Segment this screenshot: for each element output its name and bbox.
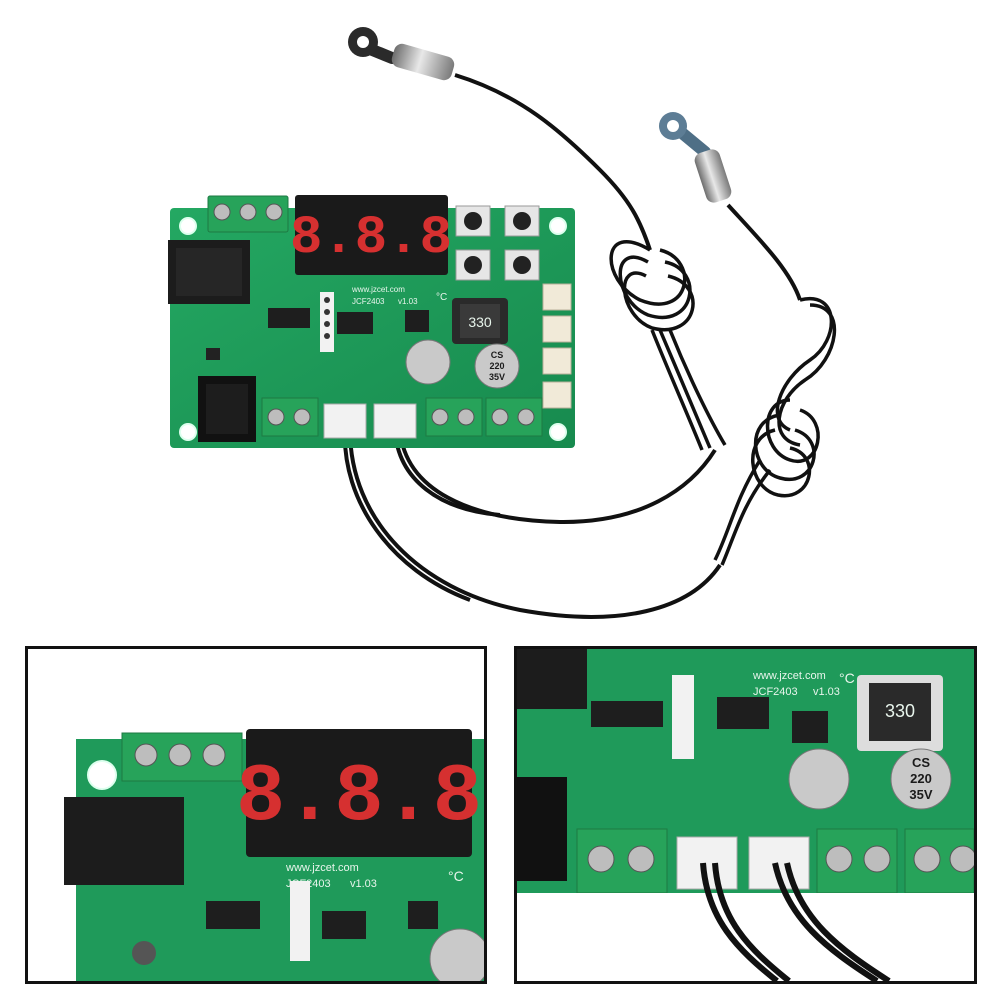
display-digits: 8.8.8 [290,208,452,269]
inset-cap-line1: CS [912,755,930,770]
inset2-unit: °C [839,670,855,686]
inset-display-digits: 8.8.8 [236,751,482,844]
inset2-website: www.jzcet.com [752,670,826,682]
inset-inductor-label: 330 [885,701,915,721]
display [295,195,448,275]
silk-version: v1.03 [398,297,418,306]
cap-line3: 35V [489,372,505,382]
probe-2 [659,112,802,301]
inset-version: v1.03 [350,878,377,890]
inset-cap-line2: 220 [910,771,932,786]
cap-line1: CS [491,350,504,360]
pcb-board: 8.8.8 www.jzcet.com JCF2403 v1.03 °C 330 [168,195,575,448]
inset-display-zoom: 8.8.8 www.jzcet.com JCF2403 v1.03 °C [25,646,487,984]
inset2-version: v1.03 [813,686,840,698]
probe-1 [348,27,652,251]
silk-website: www.jzcet.com [351,285,405,294]
inset-connectors-zoom: www.jzcet.com JCF2403 v1.03 °C 330 CS 22… [514,646,977,984]
coiled-cable-left [609,240,727,451]
inset2-model: JCF2403 [753,686,798,698]
inset-cap-line3: 35V [909,787,932,802]
buttons [455,205,540,281]
coiled-cable-right [713,296,837,566]
silk-unit: °C [436,292,447,303]
cap-line2: 220 [489,361,504,371]
silk-model: JCF2403 [352,297,385,306]
inset-unit: °C [448,868,464,884]
inset-website: www.jzcet.com [285,862,359,874]
inductor-label: 330 [468,314,492,330]
probe-cables [342,429,722,619]
